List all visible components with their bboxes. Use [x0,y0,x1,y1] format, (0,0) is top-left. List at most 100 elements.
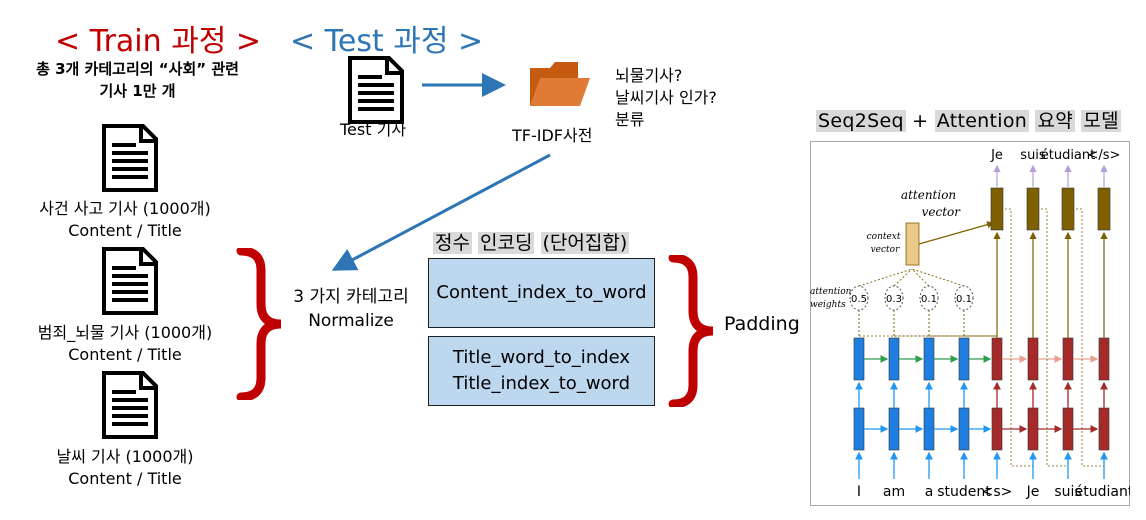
input-token: student [937,484,991,500]
attention-vector-cell [1097,187,1111,231]
train-doc-label: 날씨 기사 (1000개) Content / Title [0,446,250,490]
train-doc-label: 범죄_뇌물 기사 (1000개) Content / Title [0,322,250,366]
context-vector-label-line: vector [871,245,900,255]
normalize-label: 3 가지 카테고리 Normalize [276,285,426,333]
model-title: Seq2Seq + Attention 요약 모델 [816,106,1121,133]
attention-vector-cell [1026,187,1040,231]
decoder-cell-top [1027,337,1039,381]
title-index-text: Title_word_to_index [452,347,631,368]
attention-vector-label-line: attention [901,188,956,202]
encoder-cell-bottom [923,407,935,451]
attention-weight-value: 0.3 [886,294,902,305]
test-doc-label: Test 기사 [340,120,407,139]
normalize-line: Normalize [308,311,394,331]
content-index-box: Content_index_to_word [428,258,655,328]
train-doc-label: 사건 사고 기사 (1000개) Content / Title [0,198,250,242]
attention-weight-value: 0.1 [921,294,937,305]
train-doc-sub: Content / Title [68,469,182,488]
context-vector-label: context vector [867,232,904,255]
encoder-cell-top [923,337,935,381]
attention-weights-label-line: attention [810,287,852,297]
output-token: </s> [1088,148,1121,163]
attention-weights-label: attention weights [810,287,854,310]
decoder-cell-bottom [991,407,1003,451]
encoding-word: 인코딩 [478,232,535,254]
output-token: Je [990,148,1003,163]
attention-vector-cell [1061,187,1075,231]
weight-to-context [858,268,913,287]
attention-vector-label-line: vector [922,205,962,219]
attention-vector-cell [990,187,1004,231]
context-vector [905,222,920,266]
encoder-cell-bottom [958,407,970,451]
weight-to-context [893,268,913,287]
encoding-word: (단어집합) [540,232,630,254]
encoder-cell-bottom [888,407,900,451]
test-document-icon [348,56,404,124]
encoder-cell-top [888,337,900,381]
test-header: < Test 과정 > [290,24,484,59]
input-token: Je [1026,484,1040,500]
input-token: suis [1054,484,1081,500]
feedback-dashed-line [1041,208,1068,467]
feedback-dashed-line [1005,208,1033,467]
classify-text: 뇌물기사? 날씨기사 인가? 분류 [615,65,717,131]
arrow-tfidf-to-normalize [331,153,551,271]
train-description-line: 기사 1만 개 [99,82,176,100]
input-token: a [925,484,934,500]
decoder-cell-bottom [1027,407,1039,451]
train-doc-sub: Content / Title [68,221,182,240]
attention-weight-value: 0.5 [851,294,867,305]
train-doc-name: 사건 사고 기사 (1000개) [39,199,211,218]
encoding-title: 정수 인코딩 (단어집합) [433,228,630,255]
decoder-cell-bottom [1098,407,1110,451]
weight-to-context [911,268,930,287]
input-token: étudiant [1075,484,1130,500]
output-token: suis [1020,148,1046,163]
train-description-line: 총 3개 카테고리의 “사회” 관련 [36,60,239,78]
encoder-cell-bottom [853,407,865,451]
weight-to-context [911,268,965,287]
context-to-attention-arrow [918,221,995,245]
right-brace [668,255,714,407]
train-doc-name: 범죄_뇌물 기사 (1000개) [37,323,213,342]
input-token: am [883,484,905,500]
encoder-cell-top [853,337,865,381]
padding-label: Padding [724,313,800,335]
train-description: 총 3개 카테고리의 “사회” 관련 기사 1만 개 [0,58,275,102]
title-index-box: Title_word_to_index Title_index_to_word [428,336,655,406]
classify-line: 분류 [615,110,645,129]
model-title-word: 모델 [1081,110,1121,132]
document-icon [102,124,158,192]
document-icon [102,371,158,439]
model-title-word: Attention [934,110,1030,132]
encoder-cell-top [958,337,970,381]
input-token: <s> [982,484,1013,500]
train-doc-name: 날씨 기사 (1000개) [56,447,194,466]
train-header: < Train 과정 > [55,24,262,59]
decoder-cell-bottom [1062,407,1074,451]
input-token: I [857,484,861,500]
content-index-text: Content_index_to_word [436,282,647,303]
title-index-text: Title_index_to_word [452,373,631,394]
classify-line: 날씨기사 인가? [615,88,717,107]
attention-vector-label: attention vector [901,188,961,219]
attention-weights-label-line: weights [810,300,846,310]
decoder-cell-top [1062,337,1074,381]
model-title-word: + [912,110,929,132]
classify-line: 뇌물기사? [615,66,683,85]
context-vector-label-line: context [867,232,901,242]
normalize-line: 3 가지 카테고리 [293,287,409,307]
encoding-word: 정수 [433,232,472,254]
decoder-cell-top [1098,337,1110,381]
decoder-cell-top [991,337,1003,381]
document-icon [102,247,158,315]
model-title-word: 요약 [1035,110,1076,132]
attention-weight-value: 0.1 [956,294,972,305]
tfidf-label: TF-IDF사전 [512,126,593,145]
train-doc-sub: Content / Title [68,345,182,364]
feedback-dashed-line [1076,208,1104,467]
model-title-word: Seq2Seq [816,110,906,132]
